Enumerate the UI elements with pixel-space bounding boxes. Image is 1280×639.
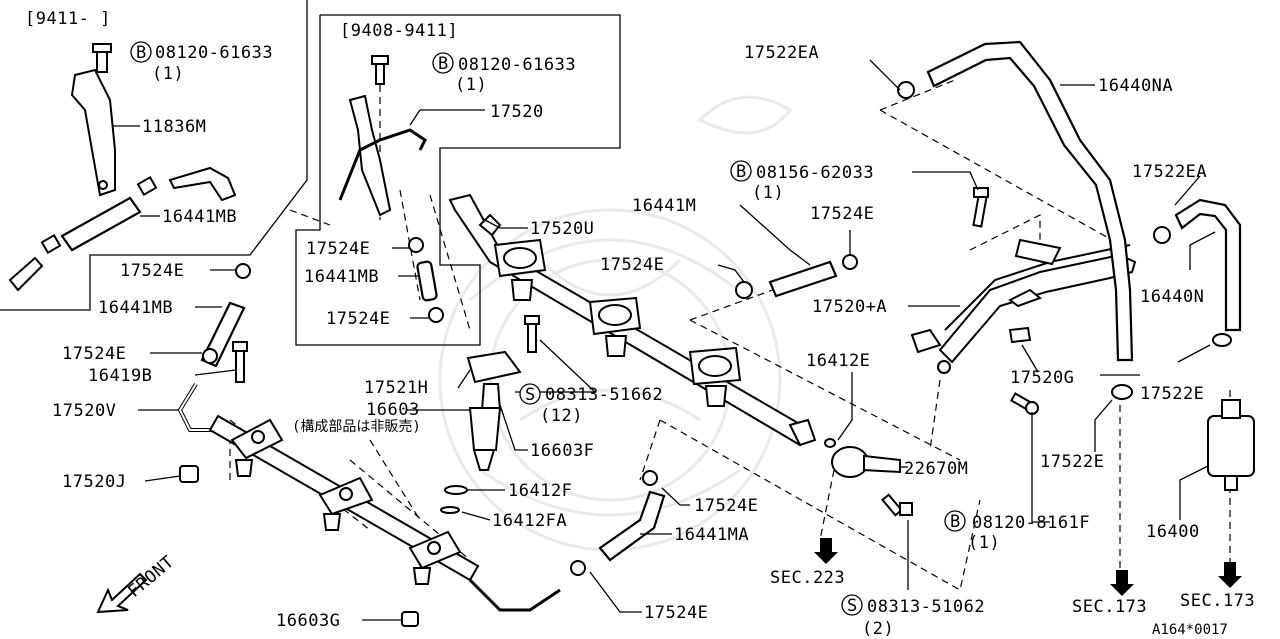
clips-17522e: [1111, 333, 1232, 400]
clip-17524e-left: [235, 263, 251, 279]
hose-16440n: [1153, 198, 1242, 332]
label-16603f: 16603F: [530, 441, 594, 461]
qty-1-c: (1): [752, 183, 784, 203]
arrow-sec223-icon: [814, 538, 838, 564]
label-sec173-a: SEC.173: [1072, 597, 1147, 617]
label-16412fa: 16412FA: [492, 511, 567, 531]
marker-b-4: B: [950, 512, 961, 532]
qty-2: (2): [862, 619, 894, 639]
label-16412e: 16412E: [806, 351, 870, 371]
label-16441mb-c: 16441MB: [304, 267, 379, 287]
clip-17524e-box: [408, 237, 444, 323]
box-9411-divider: [0, 0, 308, 311]
insulator-17520j: [179, 465, 199, 483]
label-16400: 16400: [1146, 522, 1200, 542]
range-9411: [9411- ]: [25, 9, 111, 29]
bolt-08156-62033: [972, 187, 989, 228]
label-16419b: 16419B: [88, 366, 152, 386]
label-08313-51662: 08313-51662: [545, 385, 663, 405]
label-16603-note: (構成部品は非販売): [292, 419, 421, 435]
qty-1-d: (1): [968, 533, 1000, 553]
bolt-16419b: [232, 341, 248, 383]
label-17524e-b: 17524E: [62, 344, 126, 364]
label-22670m: 22670M: [904, 459, 968, 479]
label-17524e-g: 17524E: [810, 204, 874, 224]
marker-b-3: B: [736, 162, 747, 182]
label-17524e-d: 17524E: [326, 309, 390, 329]
label-08120-8161f: 08120-8161F: [972, 513, 1090, 533]
hose-16441ma: [598, 470, 666, 562]
marker-b: B: [136, 43, 147, 63]
label-16603g: 16603G: [276, 611, 340, 631]
fuel-tubes-17520a: [910, 238, 1137, 374]
label-17522e-a: 17522E: [1140, 384, 1204, 404]
label-16440na: 16440NA: [1098, 76, 1173, 96]
label-17520g: 17520G: [1010, 368, 1074, 388]
hose-16440na: [897, 40, 1134, 362]
bolt-08313-51062: [881, 493, 913, 517]
fuel-filter-16400: [1207, 399, 1255, 491]
marker-s-2: S: [847, 596, 858, 616]
bracket-17521h: [466, 350, 522, 384]
label-17520v: 17520V: [52, 401, 116, 421]
hose-16441mb-top: [8, 166, 237, 292]
marker-s: S: [525, 385, 536, 405]
pipe-17520v: [177, 382, 215, 432]
label-08313-51062: 08313-51062: [867, 597, 985, 617]
label-sec173-b: SEC.173: [1180, 591, 1255, 611]
bolt-08120-8161f: [1009, 392, 1039, 415]
label-17524e-e: 17524E: [694, 496, 758, 516]
label-17524e-c: 17524E: [306, 239, 370, 259]
box-9408-9411: [295, 14, 621, 346]
label-16441mb-b: 16441MB: [98, 298, 173, 318]
bracket-17520: [338, 55, 427, 217]
qty-1-b: (1): [455, 75, 487, 95]
qty-12: (12): [540, 406, 583, 426]
hose-16441mb-box: [416, 260, 438, 302]
marker-b-2: B: [438, 54, 449, 74]
front-arrow-icon: [96, 572, 148, 614]
leader-lines: [112, 59, 1216, 621]
label-17524e-h: 17524E: [600, 255, 664, 275]
range-9408-9411: [9408-9411]: [340, 21, 458, 41]
hose-16441m: [735, 254, 858, 299]
clip-17524e-mid: [202, 348, 218, 364]
label-17520a: 17520+A: [812, 297, 887, 317]
label-08120-61633-b: 08120-61633: [458, 55, 576, 75]
fuel-rail-left: [208, 414, 561, 627]
label-17524e-f: 17524E: [644, 603, 708, 623]
label-17522ea-a: 17522EA: [744, 43, 819, 63]
label-08120-61633-a: 08120-61633: [155, 43, 273, 63]
label-sec223: SEC.223: [770, 568, 845, 588]
label-11836m: 11836M: [142, 117, 206, 137]
label-16603: 16603: [366, 400, 420, 420]
label-08156-62033: 08156-62033: [756, 163, 874, 183]
arrow-sec173-a-icon: [1110, 570, 1134, 596]
label-17520u: 17520U: [530, 219, 594, 239]
fuel-rail-main: [448, 193, 817, 447]
regulator-22670m: [824, 438, 901, 478]
label-17520: 17520: [490, 102, 544, 122]
bolt-08313-51662: [524, 315, 540, 353]
orings-16412f: [440, 485, 468, 514]
label-16441mb-a: 16441MB: [162, 207, 237, 227]
clip-17524e-bottom: [570, 560, 586, 576]
label-16412f: 16412F: [508, 481, 572, 501]
label-17524e-a: 17524E: [120, 261, 184, 281]
label-17520j: 17520J: [62, 472, 126, 492]
label-17521h: 17521H: [364, 378, 428, 398]
diagram-code: A164*0017: [1152, 622, 1228, 638]
label-16440n: 16440N: [1140, 287, 1204, 307]
label-front: FRONT: [124, 552, 178, 602]
injector-16603: [468, 383, 502, 471]
bracket-11836m: [70, 43, 116, 197]
label-16441m: 16441M: [632, 196, 696, 216]
label-17522e-b: 17522E: [1040, 452, 1104, 472]
label-16441ma: 16441MA: [674, 525, 749, 545]
clip-17520g: [1008, 326, 1032, 344]
label-17522ea-b: 17522EA: [1132, 162, 1207, 182]
qty-1-a: (1): [152, 64, 184, 84]
arrow-sec173-b-icon: [1218, 562, 1242, 588]
